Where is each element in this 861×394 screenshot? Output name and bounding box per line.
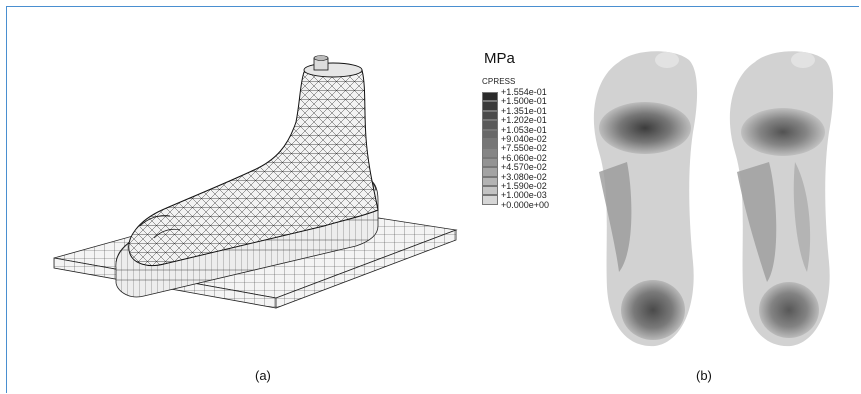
legend-swatch [482, 92, 498, 102]
legend-tick-label: +6.060e-02 [501, 152, 547, 163]
legend-swatch [482, 120, 498, 130]
legend-tick-label: +1.202e-01 [501, 115, 547, 126]
legend-tick-label: +1.554e-01 [501, 87, 547, 97]
legend-variable-label: CPRESS [482, 77, 516, 86]
legend-tick-label: +0.000e+00 [501, 199, 550, 210]
legend-swatch [482, 110, 498, 121]
legend-tick-label: +1.500e-01 [501, 96, 547, 107]
pressure-map-right [729, 51, 834, 347]
pressure-map-left [593, 51, 698, 347]
foot-mesh-model [53, 55, 458, 309]
plantar-pressure-maps [593, 51, 834, 347]
legend-tick-label: +1.590e-02 [501, 180, 547, 191]
legend-swatch [482, 167, 498, 177]
caption-a: (a) [255, 368, 271, 383]
legend-swatch [482, 101, 498, 111]
base-plate-right-side [275, 229, 457, 309]
caption-b: (b) [696, 368, 712, 383]
heel-pressure-right [759, 282, 819, 338]
legend-swatch [482, 129, 498, 139]
legend-swatch [482, 176, 498, 186]
legend-tick-label: +3.080e-02 [501, 171, 547, 182]
legend-swatch [482, 185, 498, 196]
forefoot-pressure-right [741, 108, 825, 156]
legend-color-bar [482, 92, 498, 205]
legend-tick-label: +1.000e-03 [501, 190, 547, 201]
legend-tick-label: +9.040e-02 [501, 133, 547, 144]
legend-unit-label: MPa [484, 50, 515, 67]
figure-frame [6, 6, 859, 393]
ankle-cut-top [303, 62, 363, 78]
legend-swatch [482, 195, 498, 205]
legend-swatch [482, 138, 498, 149]
legend-tick-label: +7.550e-02 [501, 143, 547, 154]
legend-tick-labels: +1.554e-01+1.500e-01+1.351e-01+1.202e-01… [501, 87, 550, 210]
legend-tick-label: +1.351e-01 [501, 105, 547, 116]
forefoot-pressure-left [599, 102, 691, 154]
legend-tick-label: +1.053e-01 [501, 124, 547, 135]
legend-swatch [482, 148, 498, 158]
legend-swatch [482, 157, 498, 168]
legend-tick-label: +4.570e-02 [501, 162, 547, 173]
heel-pressure-left [621, 280, 685, 340]
